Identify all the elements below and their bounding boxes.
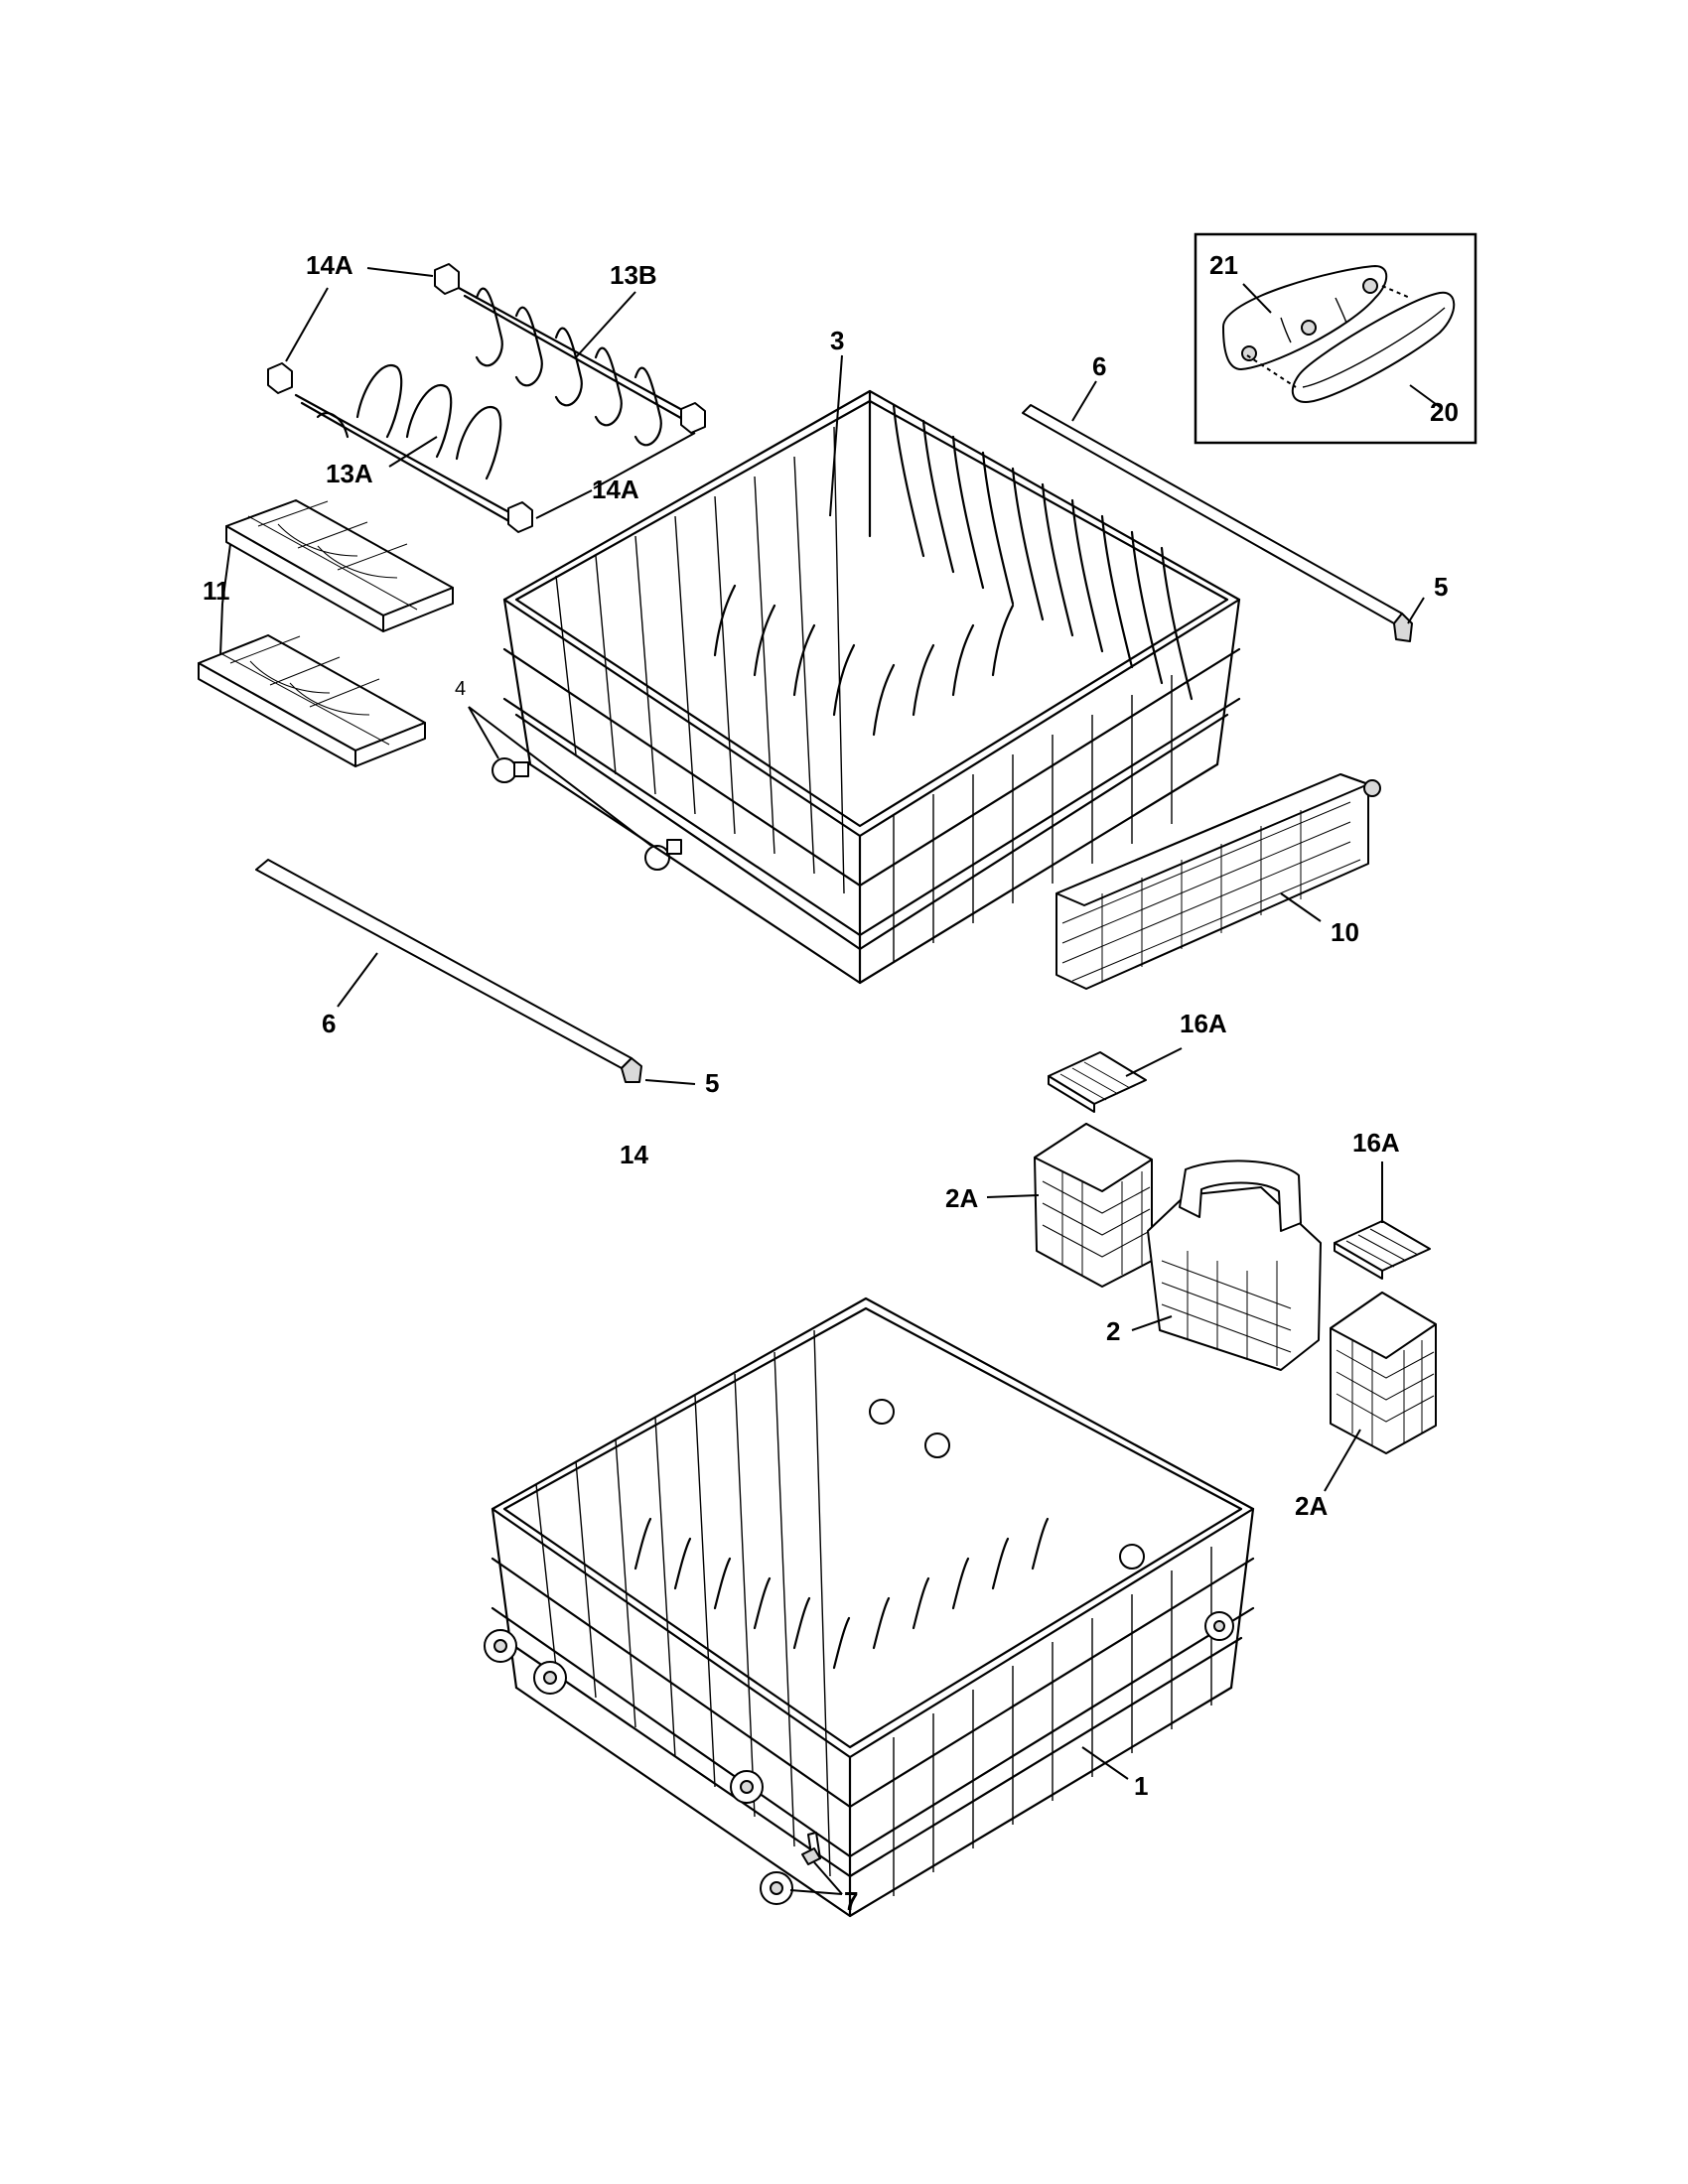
part-13b-tine-row[interactable]: [457, 286, 697, 447]
callout-5-bottom: 5: [705, 1068, 719, 1098]
part-7-wheel[interactable]: [760, 1871, 793, 1905]
callout-5-right: 5: [1434, 572, 1448, 602]
callout-16a-right: 16A: [1352, 1128, 1400, 1158]
part-20-cover[interactable]: [1291, 291, 1456, 403]
part-14a-clip-left[interactable]: [267, 362, 293, 394]
callout-13b: 13B: [610, 260, 657, 290]
part-6-rail-top[interactable]: [1022, 404, 1413, 642]
callout-3: 3: [830, 326, 844, 355]
inset-detail-20-21: 21 20: [1194, 232, 1477, 445]
callout-1: 1: [1134, 1771, 1148, 1801]
callout-11: 11: [203, 576, 230, 606]
callout-21: 21: [1209, 250, 1238, 280]
callout-14a-bottom: 14A: [592, 475, 639, 504]
part-14a-clip-top[interactable]: [434, 263, 460, 295]
part-13a-tine-row[interactable]: [294, 364, 518, 526]
part-16a-lid-top[interactable]: [1048, 1051, 1147, 1113]
callout-2: 2: [1106, 1316, 1120, 1346]
callout-7: 7: [844, 1886, 858, 1916]
part-6-rail-bottom[interactable]: [255, 859, 642, 1083]
part-7-axle-clip[interactable]: [801, 1832, 821, 1865]
callout-14: 14: [620, 1140, 648, 1169]
part-16a-lid-right[interactable]: [1334, 1220, 1431, 1280]
part-1-lower-rack[interactable]: [484, 1297, 1255, 1918]
callout-13a: 13A: [326, 459, 373, 488]
callout-20: 20: [1430, 397, 1459, 427]
callout-10: 10: [1331, 917, 1359, 947]
part-2a-basket-left[interactable]: [1034, 1123, 1153, 1288]
part-10-utensil-basket[interactable]: [1055, 773, 1381, 990]
callout-6-top: 6: [1092, 351, 1106, 381]
callout-2a-left: 2A: [945, 1183, 978, 1213]
part-3-upper-rack[interactable]: [502, 389, 1241, 985]
callout-2a-right: 2A: [1295, 1491, 1328, 1521]
callout-16a-top: 16A: [1180, 1009, 1227, 1038]
callout-14a-top: 14A: [306, 250, 353, 280]
callout-6-bottom: 6: [322, 1009, 336, 1038]
callout-4: 4: [455, 678, 466, 700]
part-11-shelf-upper[interactable]: [225, 499, 454, 632]
part-11-shelf-lower[interactable]: [198, 634, 426, 767]
part-2a-basket-right[interactable]: [1330, 1292, 1437, 1454]
part-14a-clip-bottom[interactable]: [507, 501, 533, 533]
part-21-base[interactable]: [1221, 265, 1388, 370]
part-2-silverware-basket[interactable]: [1147, 1160, 1322, 1371]
part-4-screw-left[interactable]: [492, 757, 529, 783]
part-14a-clip-right[interactable]: [680, 402, 706, 434]
